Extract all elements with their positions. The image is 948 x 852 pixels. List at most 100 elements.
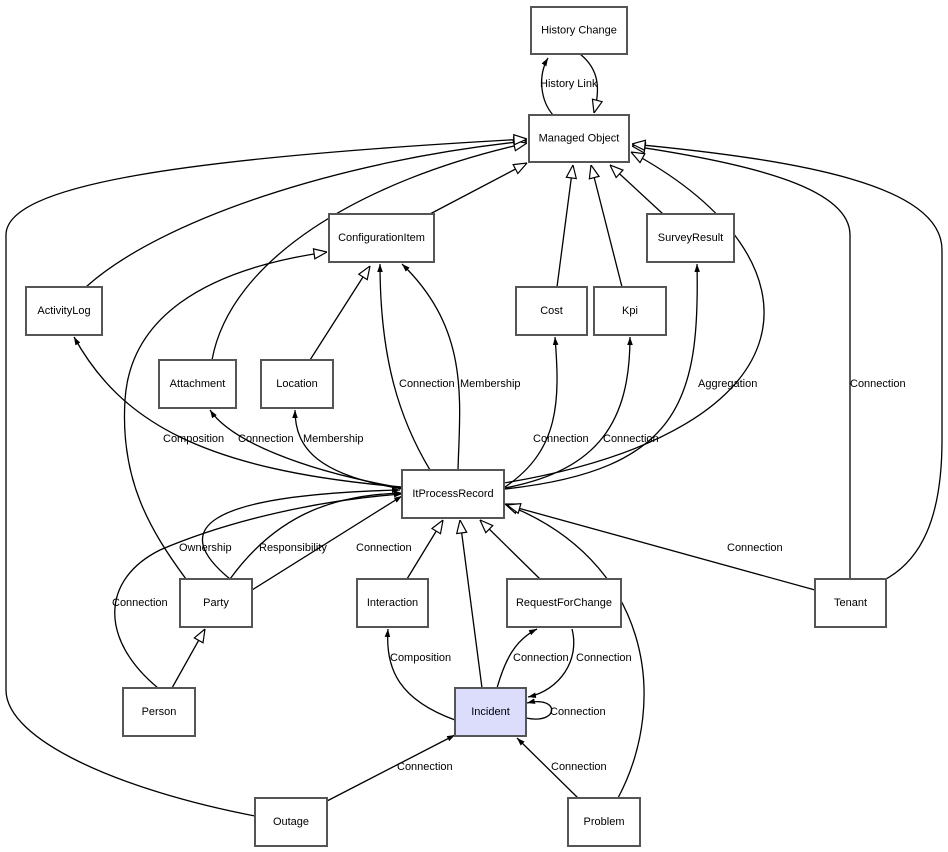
edge-label: Connection	[576, 652, 632, 664]
node-cost[interactable]: Cost	[515, 286, 588, 336]
edge-line	[114, 491, 403, 689]
edge-it-process-record-to-survey-result	[504, 263, 700, 490]
node-problem[interactable]: Problem	[567, 797, 641, 847]
node-box[interactable]	[530, 6, 628, 55]
node-kpi[interactable]: Kpi	[593, 286, 667, 336]
edge-activity-log-to-managed-object	[85, 141, 527, 288]
edge-label: Membership	[460, 378, 521, 390]
node-box[interactable]	[158, 359, 237, 409]
node-box[interactable]	[506, 578, 622, 628]
edge-line	[384, 628, 456, 721]
node-label: Managed Object	[539, 133, 620, 145]
node-person[interactable]: Person	[122, 687, 196, 737]
edge-line	[527, 628, 575, 699]
edge-line	[326, 734, 456, 802]
edge-line	[632, 144, 943, 580]
node-label: Tenant	[834, 597, 867, 609]
node-box[interactable]	[260, 359, 334, 409]
edge-line	[251, 495, 403, 591]
node-box[interactable]	[646, 213, 735, 263]
edge-label: Membership	[303, 433, 364, 445]
node-request-for-change[interactable]: RequestForChange	[506, 578, 622, 628]
node-box[interactable]	[179, 578, 253, 628]
edge-label: Composition	[163, 433, 224, 445]
node-activity-log[interactable]: ActivityLog	[25, 286, 103, 336]
edge-line	[504, 336, 559, 488]
node-label: Location	[276, 378, 318, 390]
edge-line	[406, 520, 443, 580]
node-incident[interactable]: Incident	[454, 687, 527, 737]
edge-line	[211, 143, 527, 361]
node-box[interactable]	[328, 213, 435, 263]
node-box[interactable]	[356, 578, 429, 628]
edge-line	[480, 520, 541, 580]
node-box[interactable]	[254, 797, 328, 847]
edge-line	[610, 165, 664, 215]
node-label: SurveyResult	[658, 232, 723, 244]
node-box[interactable]	[528, 114, 630, 163]
node-attachment[interactable]: Attachment	[158, 359, 237, 409]
edge-problem-to-it-process-record	[505, 503, 645, 799]
edge-line	[377, 263, 431, 471]
edge-person-to-party	[171, 629, 205, 689]
node-box[interactable]	[515, 286, 588, 336]
edge-line	[460, 520, 483, 689]
edge-it-process-record-to-attachment	[209, 409, 403, 489]
edge-label: Connection	[603, 433, 659, 445]
node-label: ConfigurationItem	[338, 232, 425, 244]
node-label: ItProcessRecord	[412, 488, 493, 500]
edge-party-to-it-process-record	[229, 490, 403, 580]
edge-attachment-to-managed-object	[211, 143, 527, 361]
edge-it-process-record-to-cost	[504, 336, 559, 488]
node-configuration-item[interactable]: ConfigurationItem	[328, 213, 435, 263]
node-label: History Change	[541, 25, 617, 37]
node-label: RequestForChange	[516, 597, 612, 609]
edge-line	[496, 628, 538, 689]
node-box[interactable]	[593, 286, 667, 336]
node-label: Person	[142, 706, 177, 718]
edge-label: Connection	[112, 597, 168, 609]
node-outage[interactable]: Outage	[254, 797, 328, 847]
edge-person-to-it-process-record	[114, 491, 403, 689]
edge-incident-to-it-process-record	[460, 520, 483, 689]
edge-outage-to-incident	[326, 734, 456, 802]
edge-label: Connection	[551, 761, 607, 773]
edge-line	[5, 139, 527, 817]
node-location[interactable]: Location	[260, 359, 334, 409]
node-box[interactable]	[454, 687, 527, 737]
node-box[interactable]	[401, 469, 505, 519]
node-label: Attachment	[170, 378, 226, 390]
edge-label: Connection	[513, 652, 569, 664]
edge-line	[507, 505, 816, 591]
node-managed-object[interactable]: Managed Object	[528, 114, 630, 163]
edge-party-to-it-process-record	[251, 495, 403, 591]
node-interaction[interactable]: Interaction	[356, 578, 429, 628]
node-tenant[interactable]: Tenant	[814, 578, 887, 628]
edge-it-process-record-to-location	[292, 409, 403, 490]
edge-line	[516, 737, 579, 799]
node-party[interactable]: Party	[179, 578, 253, 628]
edge-line	[504, 336, 633, 489]
node-survey-result[interactable]: SurveyResult	[646, 213, 735, 263]
edge-line	[73, 336, 403, 488]
edge-label: Connection	[399, 378, 455, 390]
edge-line	[123, 252, 327, 580]
edge-label: Connection	[727, 542, 783, 554]
edge-line	[309, 266, 370, 361]
node-box[interactable]	[122, 687, 196, 737]
node-it-process-record[interactable]: ItProcessRecord	[401, 469, 505, 519]
edge-tenant-to-it-process-record	[507, 505, 816, 591]
edge-label: Responsibility	[259, 542, 327, 554]
edge-line	[401, 263, 461, 471]
node-box[interactable]	[567, 797, 641, 847]
edge-label: Connection	[397, 761, 453, 773]
edge-label: Aggregation	[698, 378, 757, 390]
edge-it-process-record-to-kpi	[504, 336, 633, 489]
node-box[interactable]	[814, 578, 887, 628]
node-box[interactable]	[25, 286, 103, 336]
edge-label: Connection	[850, 378, 906, 390]
node-history-change[interactable]: History Change	[530, 6, 628, 55]
edge-incident-to-request-for-change	[496, 628, 538, 689]
edge-label: Connection	[356, 542, 412, 554]
